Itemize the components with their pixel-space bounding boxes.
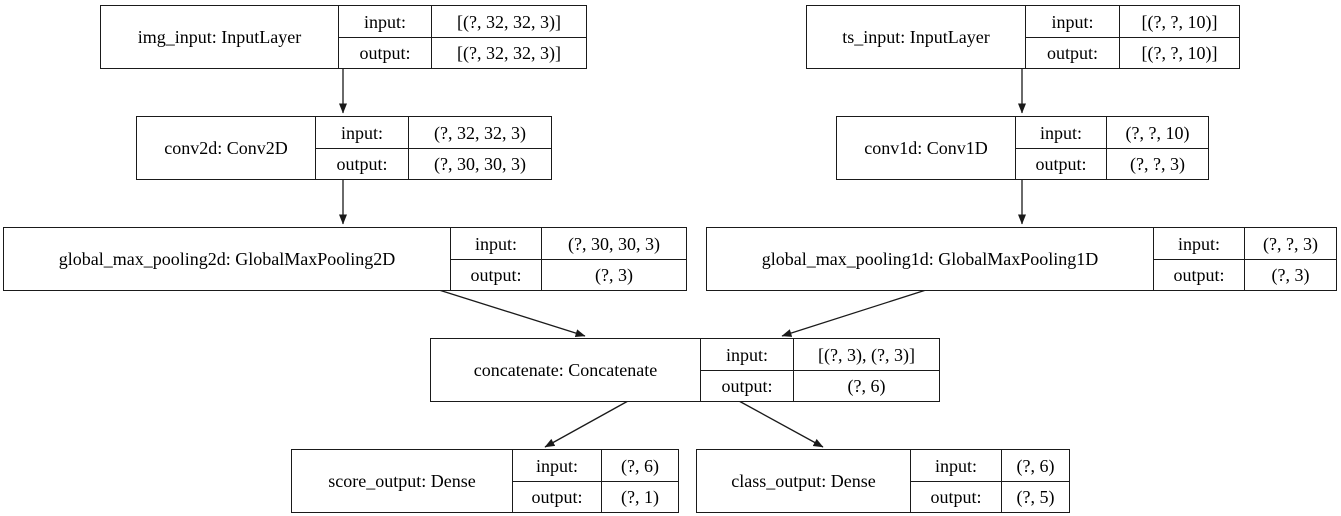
input-label: input: — [535, 455, 578, 476]
output-shape: [(?, 32, 32, 3)] — [431, 37, 586, 68]
node-score-output: score_output: Dense input: (?, 6) output… — [291, 449, 679, 513]
input-label: input: — [363, 11, 406, 32]
input-shape: [(?, ?, 10)] — [1119, 6, 1239, 37]
output-label: output: — [1154, 259, 1244, 290]
output-label: output: — [911, 481, 1001, 512]
input-shape: [(?, 32, 32, 3)] — [431, 6, 586, 37]
output-shape: (?, 3) — [1244, 259, 1336, 290]
output-shape: (?, ?, 3) — [1106, 148, 1208, 179]
edge-concatenate-class_output — [738, 400, 824, 448]
output-shape: [(?, ?, 10)] — [1119, 37, 1239, 68]
node-class-output: class_output: Dense input: (?, 6) output… — [696, 449, 1070, 513]
layer-name: conv2d: Conv2D — [137, 117, 316, 179]
node-conv2d: conv2d: Conv2D input: (?, 32, 32, 3) out… — [136, 116, 552, 180]
output-shape: (?, 3) — [541, 259, 686, 290]
output-label: output: — [513, 481, 601, 512]
input-label: input: — [1051, 11, 1094, 32]
output-label: output: — [1016, 148, 1106, 179]
input-shape: (?, ?, 3) — [1244, 228, 1336, 259]
input-shape: (?, 30, 30, 3) — [541, 228, 686, 259]
input-label: input: — [1039, 122, 1082, 143]
output-label: output: — [339, 37, 431, 68]
node-ts-input: ts_input: InputLayer input: [(?, ?, 10)]… — [806, 5, 1240, 69]
input-shape: (?, 6) — [601, 450, 678, 481]
input-label: input: — [340, 122, 383, 143]
output-label: output: — [1026, 37, 1119, 68]
node-concatenate: concatenate: Concatenate input: [(?, 3),… — [430, 338, 940, 402]
layer-name: concatenate: Concatenate — [431, 339, 701, 401]
input-label: input: — [1177, 233, 1220, 254]
output-shape: (?, 6) — [793, 370, 939, 401]
output-label: output: — [701, 370, 793, 401]
layer-name: img_input: InputLayer — [101, 6, 339, 68]
node-global-max-pooling1d: global_max_pooling1d: GlobalMaxPooling1D… — [706, 227, 1337, 291]
input-shape: [(?, 3), (?, 3)] — [793, 339, 939, 370]
input-label: input: — [934, 455, 977, 476]
layer-name: score_output: Dense — [292, 450, 513, 512]
layer-name: conv1d: Conv1D — [837, 117, 1016, 179]
input-label: input: — [474, 233, 517, 254]
node-conv1d: conv1d: Conv1D input: (?, ?, 10) output:… — [836, 116, 1209, 180]
input-shape: (?, 32, 32, 3) — [408, 117, 551, 148]
input-shape: (?, 6) — [1001, 450, 1069, 481]
layer-name: global_max_pooling1d: GlobalMaxPooling1D — [707, 228, 1154, 290]
edge-concatenate-score_output — [544, 400, 629, 448]
input-shape: (?, ?, 10) — [1106, 117, 1208, 148]
input-label: input: — [725, 344, 768, 365]
layer-name: class_output: Dense — [697, 450, 911, 512]
output-label: output: — [316, 148, 408, 179]
layer-name: global_max_pooling2d: GlobalMaxPooling2D — [4, 228, 451, 290]
node-img-input: img_input: InputLayer input: [(?, 32, 32… — [100, 5, 587, 69]
output-label: output: — [451, 259, 541, 290]
output-shape: (?, 5) — [1001, 481, 1069, 512]
output-shape: (?, 30, 30, 3) — [408, 148, 551, 179]
node-global-max-pooling2d: global_max_pooling2d: GlobalMaxPooling2D… — [3, 227, 687, 291]
edge-global_max_pooling2d-concatenate — [438, 289, 586, 337]
edge-global_max_pooling1d-concatenate — [781, 289, 927, 337]
output-shape: (?, 1) — [601, 481, 678, 512]
layer-name: ts_input: InputLayer — [807, 6, 1026, 68]
